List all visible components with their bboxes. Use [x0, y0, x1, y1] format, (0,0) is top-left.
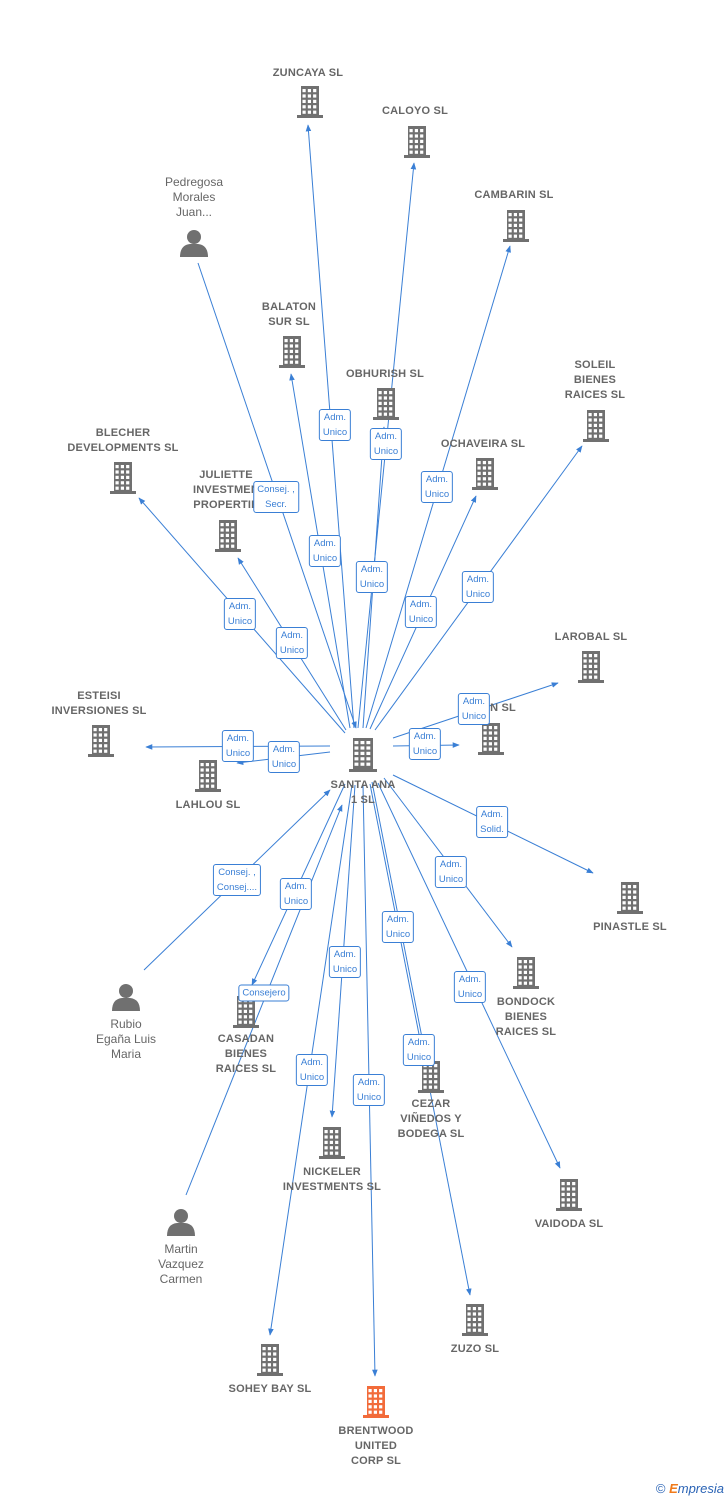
brentwood-label[interactable]: BRENTWOOD UNITED CORP SL: [338, 1425, 414, 1467]
edge-role-tag-rubio[interactable]: Consej. , Consej....: [212, 864, 262, 896]
nsl-label[interactable]: N SL: [490, 702, 516, 714]
soleil-building-icon[interactable]: [583, 410, 609, 442]
esteisi-building-icon[interactable]: [88, 725, 114, 757]
edge-role-tag-zuncaya[interactable]: Adm. Unico: [318, 409, 352, 441]
zuncaya-building-icon[interactable]: [297, 86, 323, 118]
obhurish-label[interactable]: OBHURISH SL: [346, 368, 424, 380]
edge-role-tag-sohey[interactable]: Adm. Unico: [295, 1054, 329, 1086]
pedregosa-person-icon[interactable]: [180, 230, 208, 257]
edge-role-tag-bondock[interactable]: Adm. Unico: [434, 856, 468, 888]
edge-role-tag-larobal[interactable]: Adm. Unico: [457, 693, 491, 725]
zuzo-label[interactable]: ZUZO SL: [450, 1343, 500, 1355]
edge-role-tag-soleil[interactable]: Adm. Unico: [461, 571, 495, 603]
nickeler-building-icon[interactable]: [319, 1127, 345, 1159]
rubio-person-icon[interactable]: [112, 984, 140, 1011]
edge-role-tag-vaidoda[interactable]: Adm. Unico: [453, 971, 487, 1003]
obhurish-building-icon[interactable]: [373, 388, 399, 420]
pinastle-label[interactable]: PINASTLE SL: [593, 921, 667, 933]
edge-role-tag-cambarin[interactable]: Adm. Unico: [420, 471, 454, 503]
edge-role-tag-pedregosa[interactable]: Consej. , Secr.: [253, 481, 299, 513]
vaidoda-label[interactable]: VAIDODA SL: [534, 1218, 604, 1230]
blecher-label[interactable]: BLECHER DEVELOPMENTS SL: [67, 427, 179, 454]
edge-role-tag-ochaveira[interactable]: Adm. Unico: [404, 596, 438, 628]
edge-role-tag-blecher[interactable]: Adm. Unico: [223, 598, 257, 630]
edge-role-tag-obhurish[interactable]: Adm. Unico: [355, 561, 389, 593]
sohey-building-icon[interactable]: [257, 1344, 283, 1376]
esteisi-label[interactable]: ESTEISI INVERSIONES SL: [51, 690, 147, 717]
bondock-label[interactable]: BONDOCK BIENES RAICES SL: [495, 996, 557, 1038]
nsl-building-icon[interactable]: [478, 723, 504, 755]
juliette-label[interactable]: JULIETTE INVESTMEN PROPERTIE: [193, 469, 259, 511]
copyright-symbol: ©: [655, 1481, 666, 1496]
empresia-footer[interactable]: © Empresia: [656, 1481, 724, 1496]
santa-label[interactable]: SANTA ANA 1 SL: [330, 779, 396, 806]
edge-role-tag-casadan[interactable]: Consejero: [238, 984, 290, 1002]
ochaveira-building-icon[interactable]: [472, 458, 498, 490]
larobal-label[interactable]: LAROBAL SL: [554, 631, 628, 643]
balaton-building-icon[interactable]: [279, 336, 305, 368]
larobal-building-icon[interactable]: [578, 651, 604, 683]
zuzo-building-icon[interactable]: [462, 1304, 488, 1336]
edge-role-tag-martin[interactable]: Adm. Unico: [279, 878, 313, 910]
edge-role-tag-juliette[interactable]: Adm. Unico: [275, 627, 309, 659]
martin-person-icon[interactable]: [167, 1209, 195, 1236]
caloyo-building-icon[interactable]: [404, 126, 430, 158]
edge-role-tag-lahlou[interactable]: Adm. Unico: [267, 741, 301, 773]
zuncaya-label[interactable]: ZUNCAYA SL: [272, 67, 344, 79]
pinastle-building-icon[interactable]: [617, 882, 643, 914]
edge-role-tag-cezar[interactable]: Adm. Unico: [381, 911, 415, 943]
cambarin-label[interactable]: CAMBARIN SL: [474, 189, 554, 201]
vaidoda-building-icon[interactable]: [556, 1179, 582, 1211]
balaton-label[interactable]: BALATON SUR SL: [261, 301, 317, 328]
cezar-label[interactable]: CEZAR VIÑEDOS Y BODEGA SL: [397, 1098, 465, 1140]
edge-role-tag-zuzo[interactable]: Adm. Unico: [402, 1034, 436, 1066]
edge-role-tag-nsl[interactable]: Adm. Unico: [408, 728, 442, 760]
edge-role-tag-brentwood[interactable]: Adm. Unico: [352, 1074, 386, 1106]
caloyo-label[interactable]: CALOYO SL: [382, 105, 448, 117]
lahlou-building-icon[interactable]: [195, 760, 221, 792]
edge-role-tag-balaton[interactable]: Adm. Unico: [308, 535, 342, 567]
martin-label[interactable]: Martin Vazquez Carmen: [158, 1242, 204, 1286]
empresia-logo-text: mpresia: [677, 1481, 724, 1496]
ochaveira-label[interactable]: OCHAVEIRA SL: [440, 438, 526, 450]
nickeler-label[interactable]: NICKELER INVESTMENTS SL: [282, 1166, 382, 1193]
sohey-label[interactable]: SOHEY BAY SL: [228, 1383, 312, 1395]
edge-role-tag-pinastle[interactable]: Adm. Solid.: [476, 806, 508, 838]
blecher-building-icon[interactable]: [110, 462, 136, 494]
casadan-label[interactable]: CASADAN BIENES RAICES SL: [215, 1033, 277, 1075]
edge-role-tag-caloyo[interactable]: Adm. Unico: [369, 428, 403, 460]
edge-role-tag-esteisi[interactable]: Adm. Unico: [221, 730, 255, 762]
pedregosa-label[interactable]: Pedregosa Morales Juan...: [164, 175, 224, 219]
santa-building-icon[interactable]: [349, 738, 377, 772]
cambarin-building-icon[interactable]: [503, 210, 529, 242]
edge-role-tag-nickeler[interactable]: Adm. Unico: [328, 946, 362, 978]
brentwood-building-icon[interactable]: [363, 1386, 389, 1418]
empresia-logo-initial: E: [669, 1481, 678, 1496]
casadan-building-icon[interactable]: [233, 996, 259, 1028]
rubio-label[interactable]: Rubio Egaña Luis Maria: [95, 1017, 157, 1061]
lahlou-label[interactable]: LAHLOU SL: [175, 799, 241, 811]
soleil-label[interactable]: SOLEIL BIENES RAICES SL: [564, 359, 626, 401]
juliette-building-icon[interactable]: [215, 520, 241, 552]
bondock-building-icon[interactable]: [513, 957, 539, 989]
